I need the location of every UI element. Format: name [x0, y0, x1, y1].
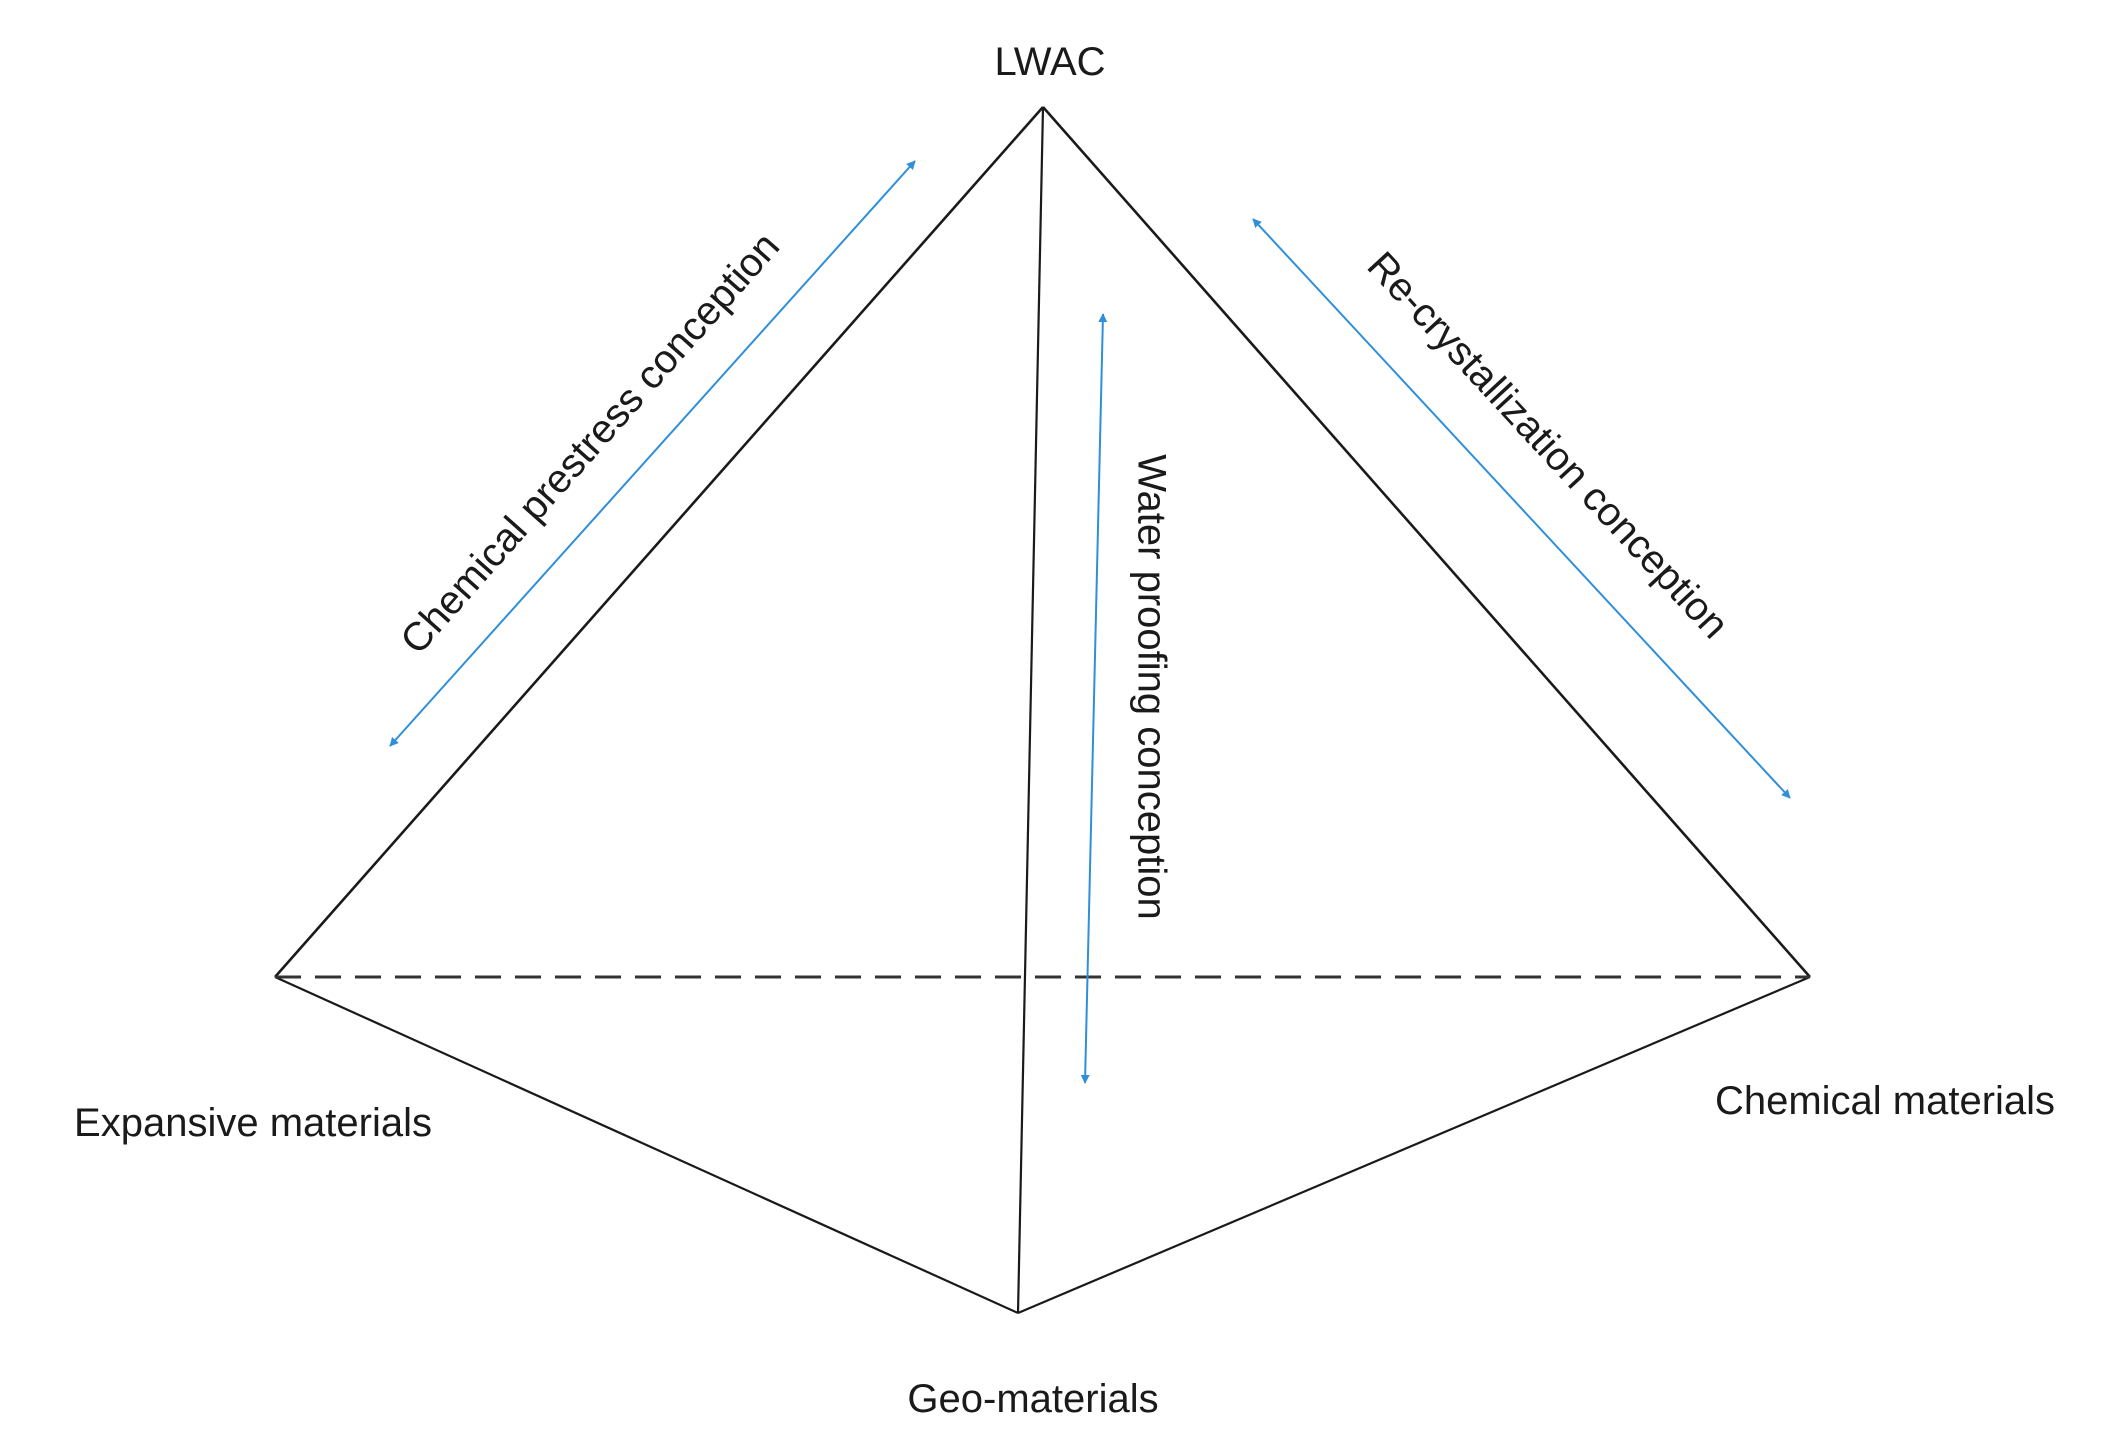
vertex-label-chemical-materials: Chemical materials	[1715, 1079, 2055, 1123]
arrow-chemical-prestress	[389, 160, 916, 747]
arrow-re-crystallization	[1252, 218, 1791, 799]
concept-label-re-crystallization: Re-crystallization conception	[1359, 244, 1737, 647]
vertex-label-lwac: LWAC	[994, 40, 1105, 84]
concept-label-chemical-prestress: Chemical prestress conception	[392, 224, 788, 662]
edge-right-bottom	[1017, 975, 1811, 1315]
concept-label-water-proofing: Water proofing conception	[1129, 454, 1173, 919]
vertex-label-geo-materials: Geo-materials	[907, 1377, 1158, 1421]
edge-top-bottom	[1016, 106, 1045, 1314]
edge-top-left	[274, 106, 1044, 978]
arrow-water-proofing	[1080, 313, 1108, 1084]
edge-left-bottom	[274, 975, 1019, 1315]
vertex-label-expansive-materials: Expansive materials	[74, 1101, 432, 1145]
